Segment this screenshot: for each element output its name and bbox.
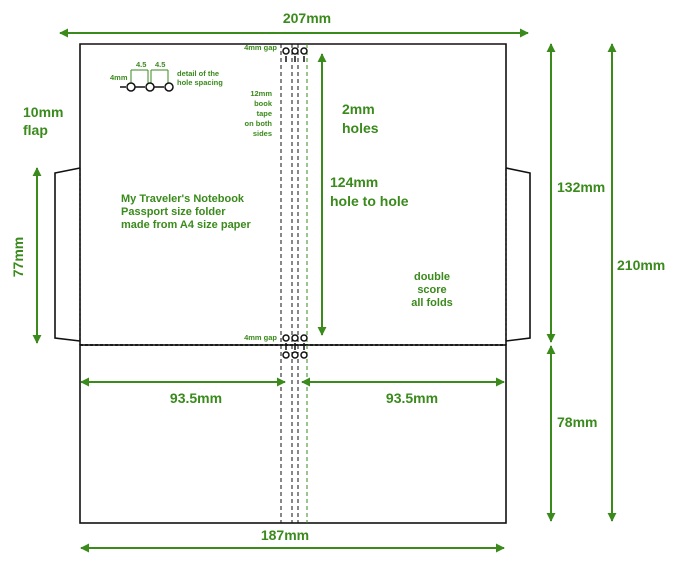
text-line: 124mm <box>330 174 378 190</box>
gap-bottom-label: 4mm gap <box>244 333 277 342</box>
text-line: score <box>417 284 446 296</box>
hole <box>291 47 299 55</box>
detail-spacing-a: 4.5 <box>136 60 146 69</box>
text-line: double <box>414 271 450 283</box>
hole <box>291 334 299 342</box>
detail-spacing-b: 4.5 <box>155 60 165 69</box>
left-flap-outline <box>54 167 81 342</box>
lower-height-label: 78mm <box>557 414 597 430</box>
detail-hole <box>164 82 174 92</box>
text-line: My Traveler's Notebook <box>121 193 245 205</box>
text-line: detail of the <box>177 69 219 78</box>
hole <box>282 47 290 55</box>
text-line: book <box>254 99 273 108</box>
text-line: holes <box>342 120 379 136</box>
text-line: sides <box>253 129 272 138</box>
right-panel-label: 93.5mm <box>386 390 438 406</box>
hole <box>300 47 308 55</box>
text-line: hole to hole <box>330 193 409 209</box>
detail-edge-label: 4mm <box>110 73 128 82</box>
hole <box>291 351 299 359</box>
left-panel-label: 93.5mm <box>170 390 222 406</box>
text-line: on both <box>245 119 273 128</box>
text-line: made from A4 size paper <box>121 219 252 231</box>
text-line: 10mm <box>23 104 63 120</box>
gap-top-label: 4mm gap <box>244 43 277 52</box>
total-height-label: 210mm <box>617 257 665 273</box>
bottom-width-label: 187mm <box>261 527 309 543</box>
hole <box>282 334 290 342</box>
upper-height-label: 132mm <box>557 179 605 195</box>
spine-holes-top <box>282 47 308 62</box>
text-line: all folds <box>411 297 453 309</box>
hole <box>300 351 308 359</box>
detail-hole <box>126 82 136 92</box>
text-line: Passport size folder <box>121 206 226 218</box>
detail-hole <box>145 82 155 92</box>
text-line: 2mm <box>342 101 375 117</box>
text-line: hole spacing <box>177 78 223 87</box>
hole <box>300 334 308 342</box>
right-flap-outline <box>505 167 531 342</box>
text-line: flap <box>23 122 48 138</box>
flap-height-label: 77mm <box>10 237 26 277</box>
lower-panel-outline <box>79 344 507 524</box>
spine-holes-bottom <box>282 334 308 359</box>
dimension-arrows <box>32 28 617 553</box>
flap-label: 10mm flap <box>23 104 63 138</box>
fold-lines <box>79 44 507 523</box>
labels: 207mm 10mm flap 77mm 132mm 210mm 78mm 93.… <box>10 10 665 543</box>
hole-to-hole-label: 124mm hole to hole <box>330 174 409 209</box>
holes-label: 2mm holes <box>342 101 379 136</box>
hole <box>282 351 290 359</box>
total-width-label: 207mm <box>283 10 331 26</box>
text-line: 12mm <box>250 89 272 98</box>
text-line: tape <box>257 109 272 118</box>
